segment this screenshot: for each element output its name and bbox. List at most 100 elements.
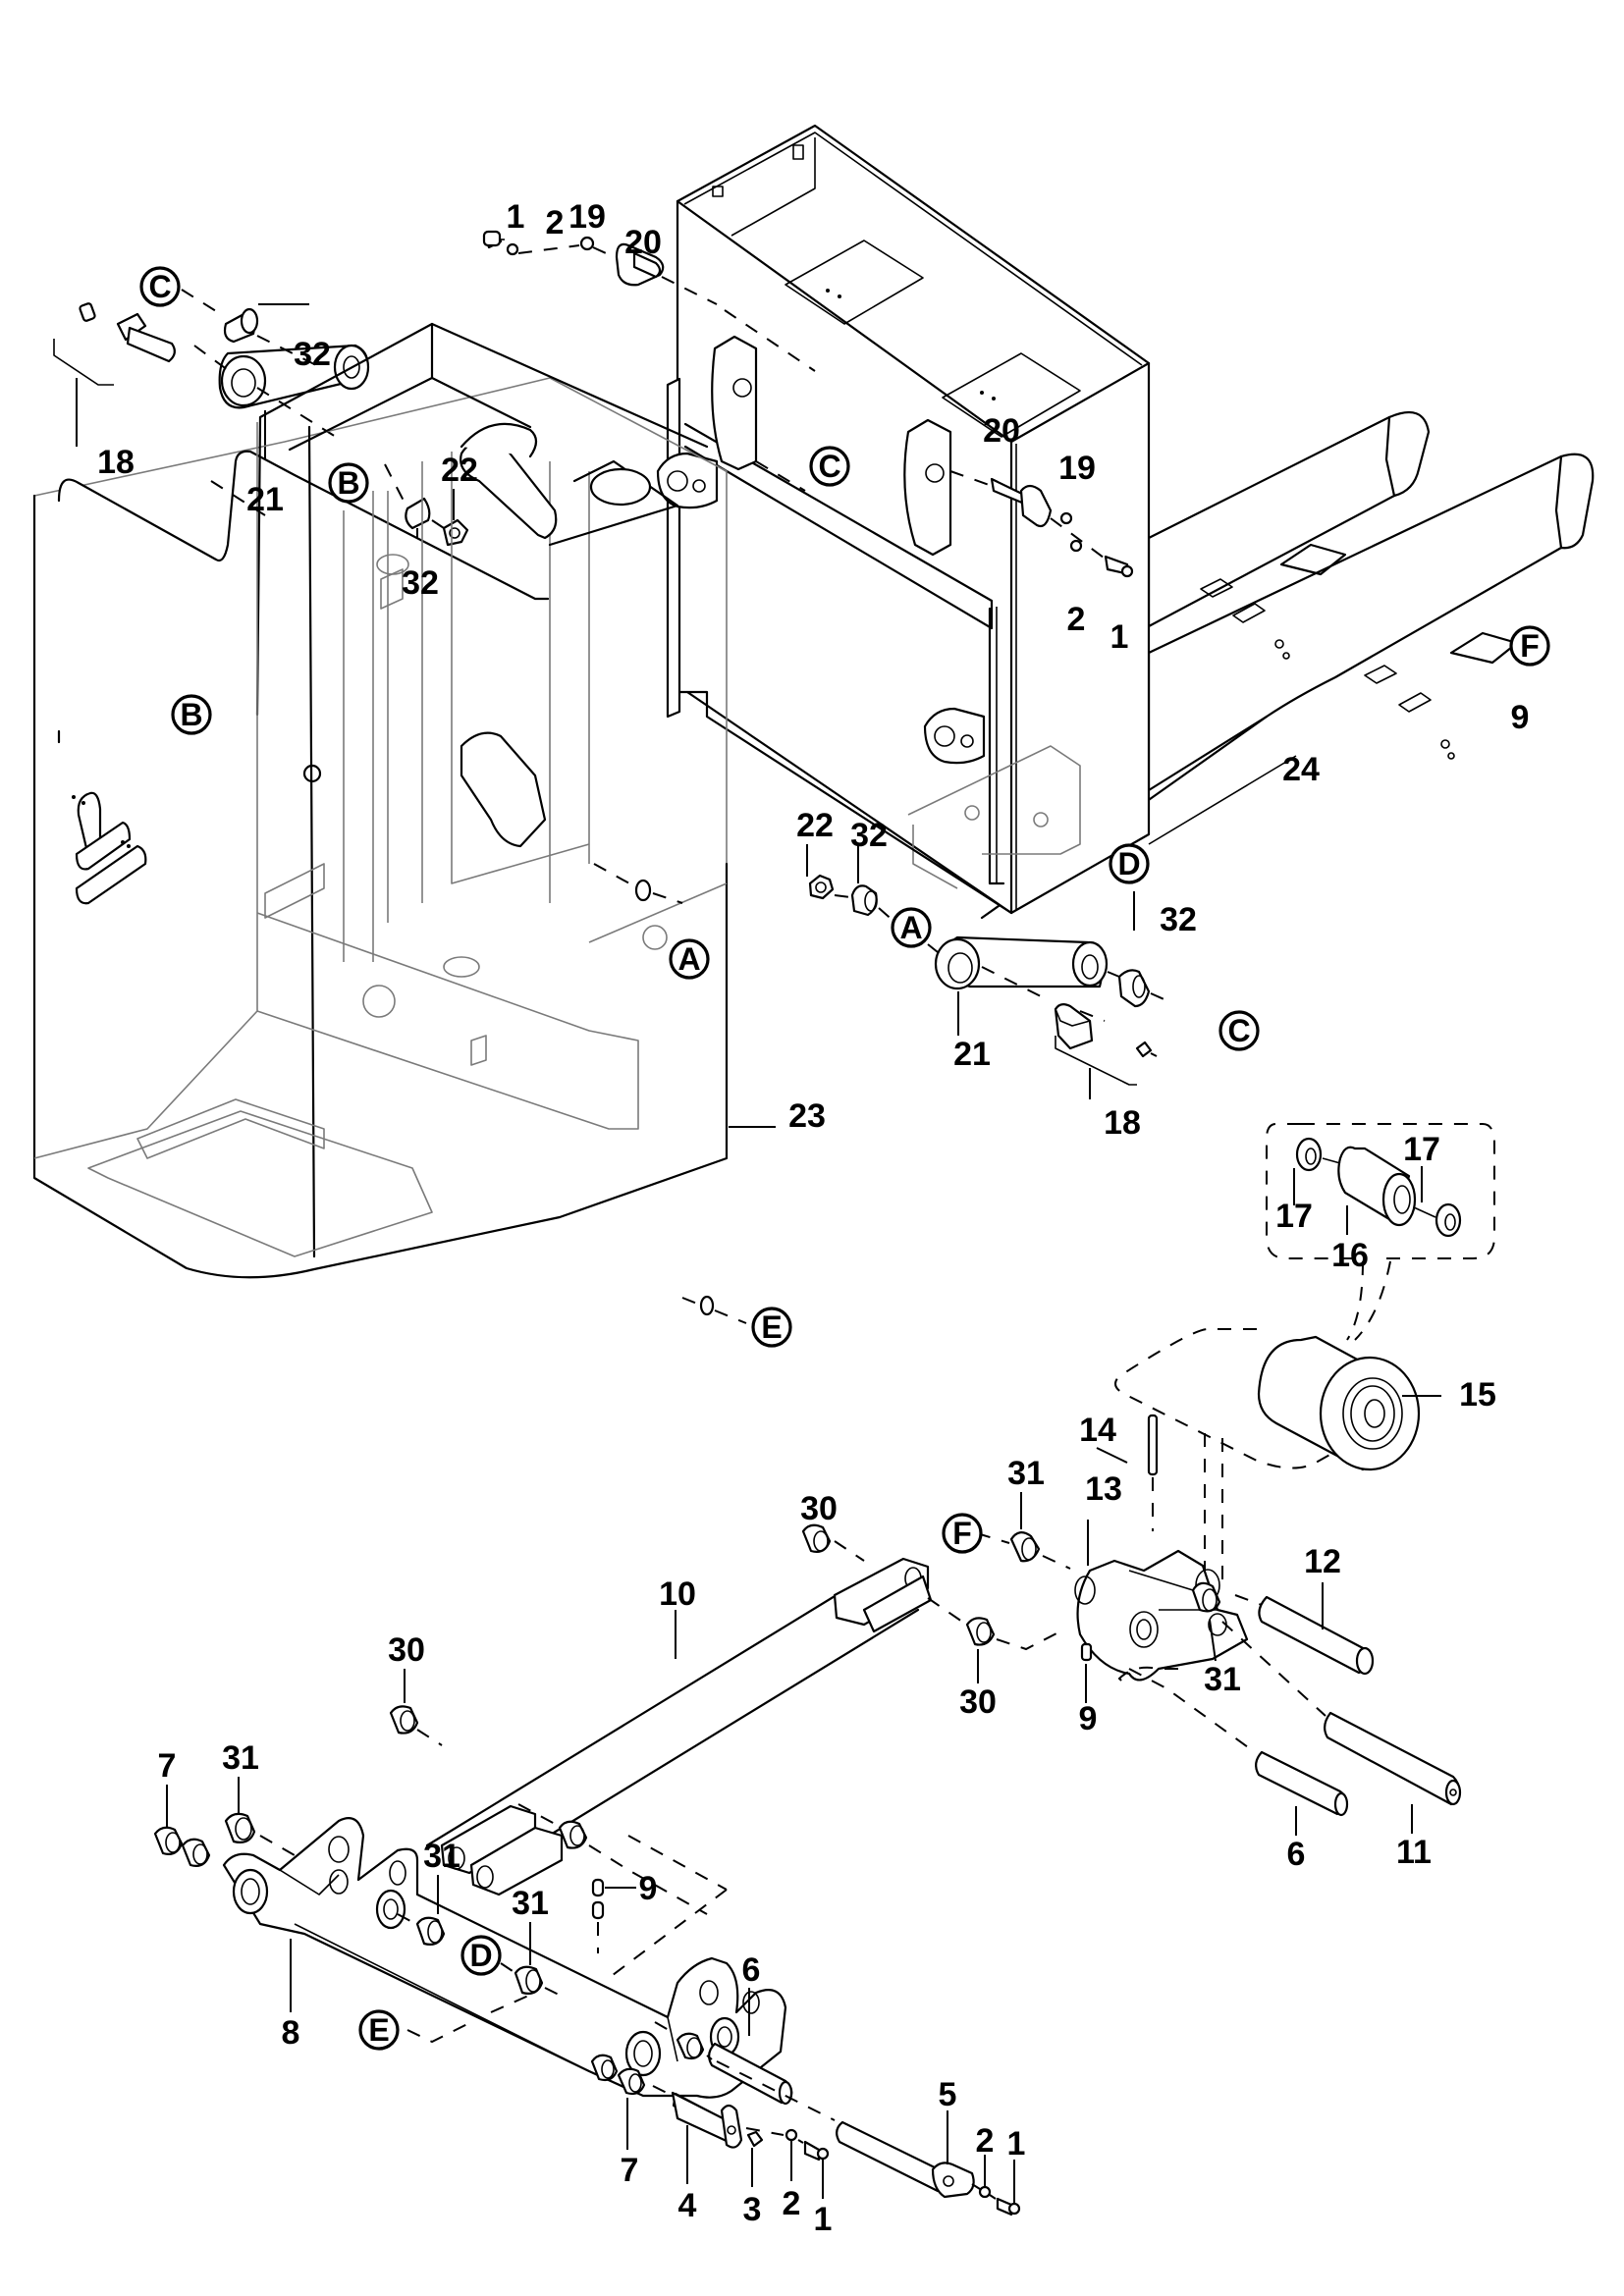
reference-marker-a: A	[891, 907, 932, 948]
part-callout-8: 8	[282, 2014, 300, 2052]
axle-frame-8	[153, 1777, 787, 2099]
part-callout-19: 19	[568, 198, 606, 236]
part-callout-19: 19	[1058, 450, 1096, 487]
reference-circle	[942, 1513, 983, 1554]
part-callout-17: 17	[1275, 1198, 1313, 1235]
part-callout-1: 1	[814, 2201, 833, 2238]
pin-assembly-top	[482, 230, 1134, 578]
part-callout-32: 32	[850, 817, 888, 854]
reference-circle	[751, 1307, 792, 1348]
reference-letter: E	[761, 1309, 782, 1345]
part-callout-31: 31	[1204, 1661, 1241, 1698]
reference-circle	[460, 1935, 502, 1976]
reference-letter: B	[180, 697, 202, 732]
part-callout-21: 21	[246, 481, 284, 518]
part-callout-7: 7	[621, 2152, 639, 2189]
fork-frame-24	[656, 124, 1595, 920]
part-callout-20: 20	[624, 224, 662, 261]
reference-circle	[139, 266, 181, 307]
reference-circle	[358, 2009, 400, 2051]
part-callout-2: 2	[1067, 601, 1086, 638]
bottom-pins	[590, 1988, 1021, 2216]
reference-circle	[1109, 843, 1150, 884]
part-callout-14: 14	[1079, 1412, 1116, 1449]
rear-linkage	[976, 1414, 1462, 1836]
reference-circle	[891, 907, 932, 948]
part-callout-32: 32	[402, 564, 439, 602]
part-callout-6: 6	[742, 1951, 761, 1989]
part-callout-32: 32	[1160, 901, 1197, 938]
part-callout-30: 30	[800, 1490, 838, 1527]
roller-group	[1114, 1123, 1495, 1590]
part-callout-11: 11	[1396, 1834, 1432, 1871]
part-callout-15: 15	[1459, 1376, 1496, 1414]
part-callout-5: 5	[939, 2076, 957, 2113]
part-callout-9: 9	[1511, 699, 1530, 736]
reference-markers: C B C F B A D A C E F D E	[139, 266, 1550, 2051]
reference-marker-e: E	[751, 1307, 792, 1348]
part-callout-20: 20	[983, 412, 1020, 450]
reference-letter: E	[368, 2012, 389, 2048]
part-callout-6: 6	[1287, 1836, 1306, 1873]
reference-letter: C	[148, 269, 171, 304]
reference-marker-c: C	[1218, 1010, 1260, 1051]
reference-letter: A	[677, 941, 700, 977]
part-callout-31: 31	[512, 1885, 549, 1922]
part-callout-13: 13	[1085, 1470, 1122, 1508]
reference-circle	[809, 446, 850, 487]
part-callout-31: 31	[423, 1838, 460, 1875]
reference-letter: D	[469, 1938, 492, 1973]
part-callout-2: 2	[783, 2185, 801, 2222]
part-callout-1: 1	[1007, 2125, 1026, 2163]
link-arm-left	[53, 289, 469, 569]
part-callout-24: 24	[1282, 751, 1320, 788]
part-callout-4: 4	[678, 2187, 697, 2224]
reference-letter: F	[952, 1516, 972, 1551]
part-callout-1: 1	[1110, 618, 1129, 656]
part-callout-18: 18	[97, 444, 135, 481]
part-callout-1: 1	[507, 198, 525, 236]
part-callout-22: 22	[796, 807, 834, 844]
reference-letter: B	[337, 465, 359, 501]
part-callout-21: 21	[953, 1036, 991, 1073]
part-callout-32: 32	[294, 336, 331, 373]
part-callout-31: 31	[1007, 1455, 1045, 1492]
reference-circle	[328, 462, 369, 504]
reference-letter: C	[818, 449, 840, 484]
part-callout-2: 2	[976, 2122, 995, 2160]
reference-marker-b: B	[328, 462, 369, 504]
reference-marker-d: D	[1109, 843, 1150, 884]
part-callout-9: 9	[639, 1870, 658, 1907]
part-callout-2: 2	[546, 204, 565, 241]
pull-rod-10	[389, 1523, 1061, 1915]
part-callout-10: 10	[659, 1575, 696, 1613]
part-callout-7: 7	[158, 1747, 177, 1785]
part-callout-9: 9	[1079, 1700, 1098, 1737]
reference-circle	[171, 694, 212, 735]
reference-letter: F	[1520, 628, 1540, 664]
reference-letter: D	[1117, 846, 1140, 881]
part-callout-17: 17	[1403, 1131, 1440, 1168]
part-callout-30: 30	[959, 1683, 997, 1721]
part-callout-22: 22	[441, 452, 478, 489]
reference-circle	[1218, 1010, 1260, 1051]
reference-marker-f: F	[1509, 625, 1550, 667]
reference-marker-d: D	[460, 1935, 502, 1976]
part-callout-31: 31	[222, 1739, 259, 1777]
link-arm-right	[806, 844, 1169, 1099]
part-callout-30: 30	[388, 1631, 425, 1669]
reference-marker-c: C	[809, 446, 850, 487]
reference-marker-f: F	[942, 1513, 983, 1554]
reference-letter: A	[899, 910, 922, 945]
part-callout-23: 23	[788, 1097, 826, 1135]
part-callout-18: 18	[1104, 1104, 1141, 1142]
reference-marker-a: A	[669, 938, 710, 980]
reference-marker-c: C	[139, 266, 181, 307]
reference-marker-e: E	[358, 2009, 400, 2051]
reference-circle	[669, 938, 710, 980]
part-callout-16: 16	[1331, 1237, 1369, 1274]
reference-marker-b: B	[171, 694, 212, 735]
part-callout-3: 3	[743, 2191, 762, 2228]
